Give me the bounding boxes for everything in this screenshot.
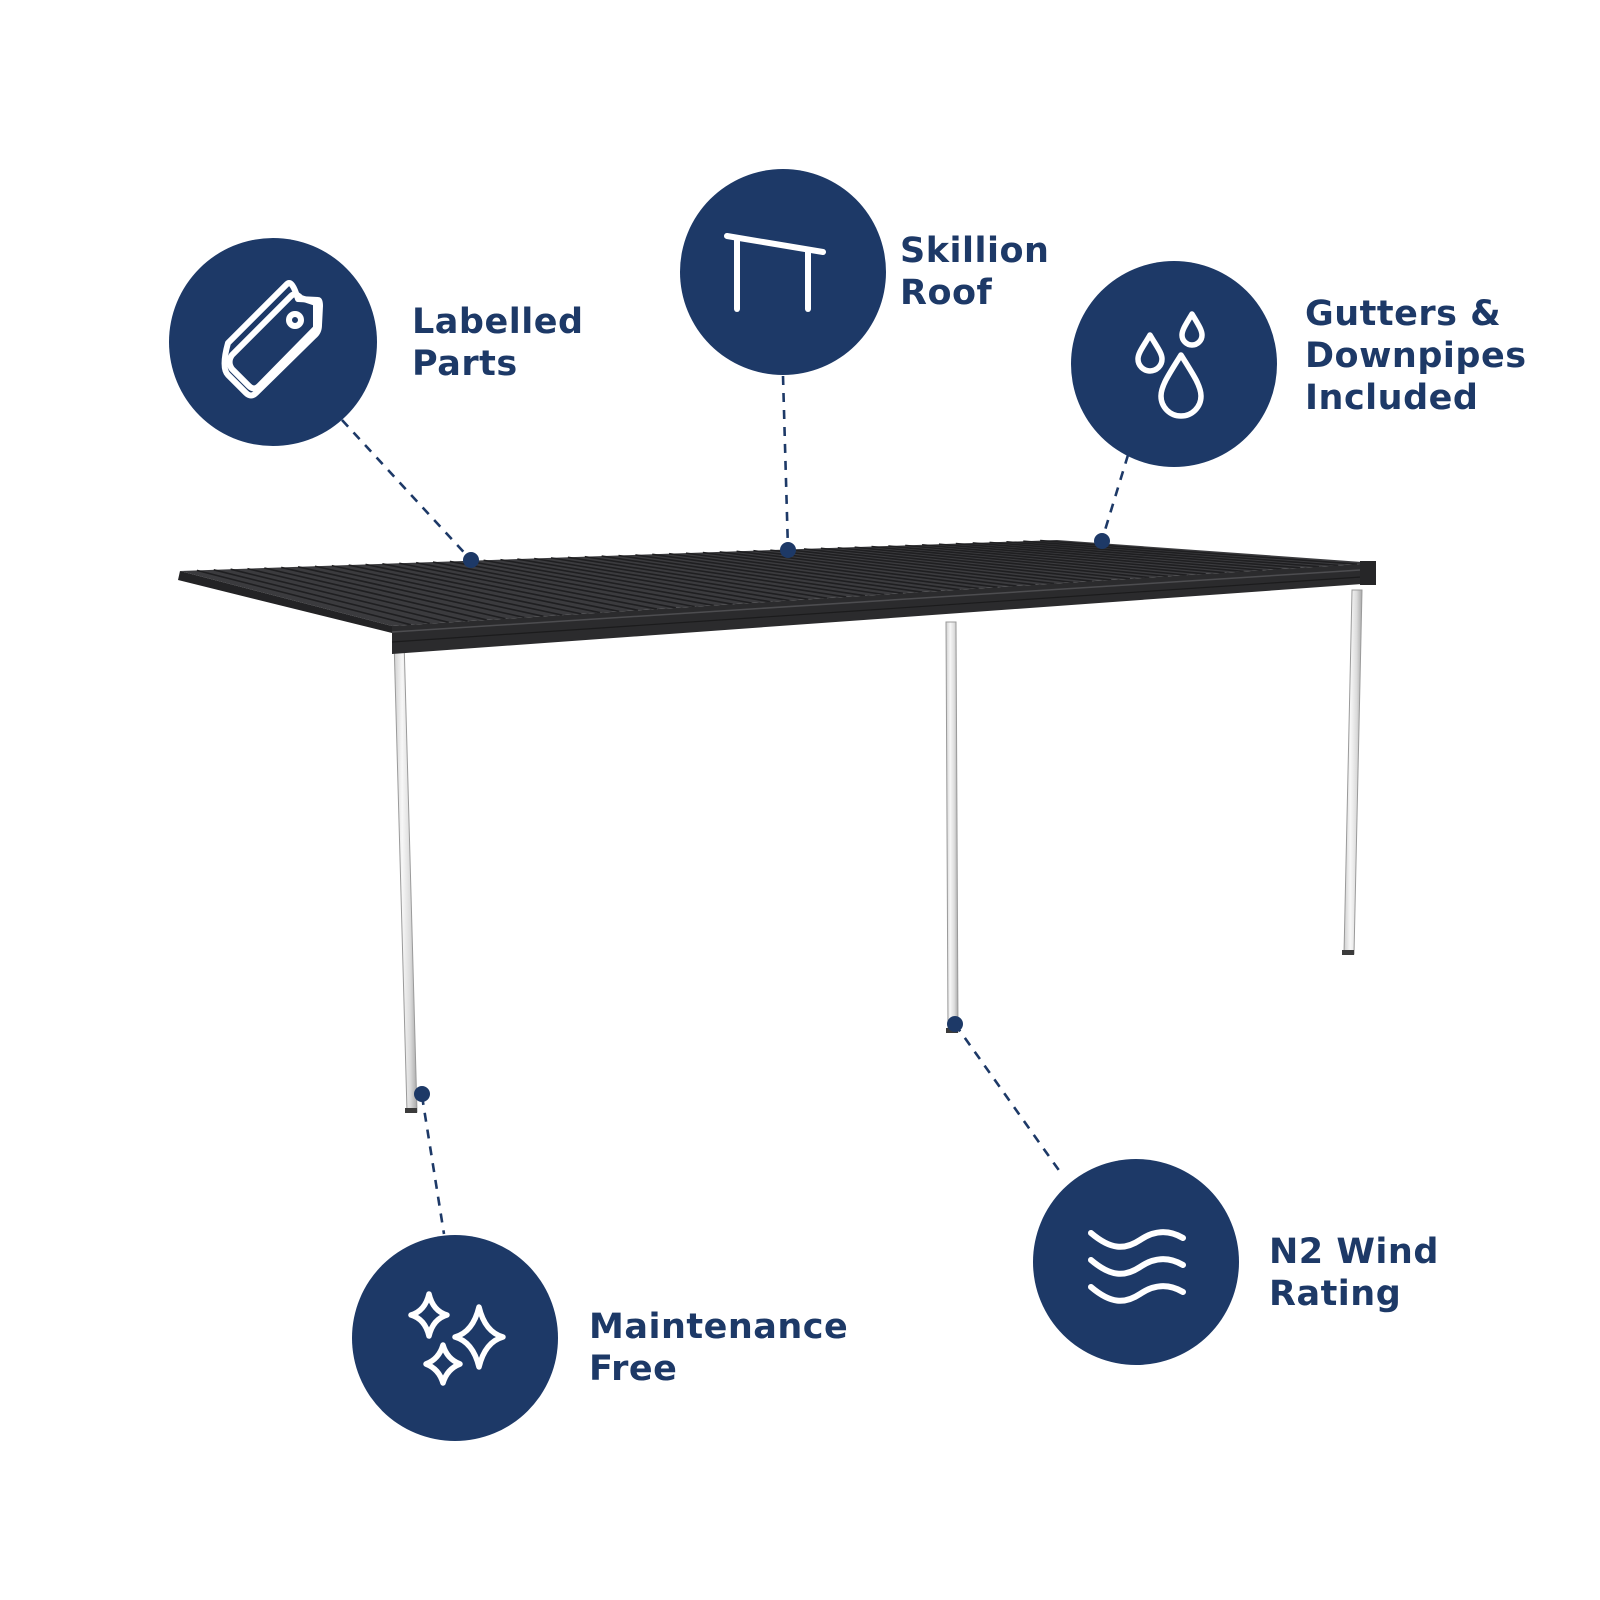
post-right xyxy=(1343,589,1363,955)
roof-rib xyxy=(314,565,544,618)
roof-rib xyxy=(972,542,1282,570)
roof-rib xyxy=(652,553,922,593)
roof-rib xyxy=(702,551,979,590)
post-middle xyxy=(945,621,959,1033)
roof-rib xyxy=(1023,540,1339,567)
skillion-roof-icon xyxy=(724,233,826,312)
label-wind-rating: N2 Wind Rating xyxy=(1269,1231,1439,1315)
roof-rib xyxy=(618,554,885,596)
roof-rib xyxy=(483,559,733,605)
badge-gutters-downpipes xyxy=(1071,261,1277,467)
label-line: Free xyxy=(589,1349,678,1389)
roof-rib xyxy=(432,561,676,609)
roof-rib xyxy=(989,541,1301,569)
badge-skillion-roof xyxy=(680,169,886,375)
callout-dots xyxy=(414,533,1110,1102)
roof-rib xyxy=(601,555,866,597)
roof-rib xyxy=(382,563,620,613)
label-line: N2 Wind xyxy=(1269,1232,1439,1272)
roof-rib xyxy=(264,567,487,621)
label-line: Labelled xyxy=(412,302,584,342)
label-line: Roof xyxy=(900,273,993,313)
water-drops-icon xyxy=(1135,311,1205,419)
label-labelled-parts: Labelled Parts xyxy=(412,301,584,385)
roof-rib xyxy=(635,554,904,595)
label-line: Downpipes xyxy=(1305,336,1527,376)
roof-rib xyxy=(567,556,828,599)
support-posts xyxy=(393,589,1363,1113)
roof-rib xyxy=(247,567,468,622)
label-skillion-roof: Skillion Roof xyxy=(900,230,1049,314)
connector-skillion-roof xyxy=(781,375,790,551)
roof-rib xyxy=(938,543,1244,573)
roof-rib xyxy=(399,562,639,612)
label-line: Skillion xyxy=(900,231,1050,271)
sparkles-icon xyxy=(408,1291,506,1386)
roof-rib xyxy=(1040,539,1358,566)
roof-rib xyxy=(466,560,714,607)
roof-rib xyxy=(449,560,695,608)
dot-gutters xyxy=(1094,533,1110,549)
skillion-roof xyxy=(178,539,1377,654)
roof-rib xyxy=(837,546,1131,580)
connector-labelled-parts xyxy=(341,419,472,561)
label-line: Rating xyxy=(1269,1274,1402,1314)
roof-rib xyxy=(550,557,809,601)
roof-rib xyxy=(719,551,998,589)
roof-rib xyxy=(1006,540,1320,568)
roof-rib xyxy=(297,566,525,619)
roof-rib xyxy=(854,546,1150,579)
roof-rib xyxy=(668,552,941,592)
badge-wind-rating xyxy=(1033,1159,1239,1365)
badge-labelled-parts xyxy=(169,238,377,446)
label-maintenance-free: Maintenance Free xyxy=(589,1306,848,1390)
roof-rib xyxy=(922,543,1225,574)
wind-waves-icon xyxy=(1088,1229,1186,1304)
roof-rib xyxy=(905,544,1206,575)
roof-rib xyxy=(331,564,563,616)
dot-wind-rating xyxy=(947,1016,963,1032)
roof-rib xyxy=(534,557,790,602)
dot-maintenance xyxy=(414,1086,430,1102)
dot-labelled-parts xyxy=(463,552,479,568)
roof-rib xyxy=(230,568,449,624)
roof-rib xyxy=(281,566,506,620)
dot-skillion-roof xyxy=(780,542,796,558)
connector-gutters xyxy=(1100,454,1130,541)
label-gutters-downpipes: Gutters & Downpipes Included xyxy=(1305,293,1527,419)
roof-rib xyxy=(736,550,1017,587)
roof-rib xyxy=(888,545,1187,576)
roof-rib xyxy=(500,558,752,604)
roof-rib xyxy=(685,552,960,591)
roof-rib xyxy=(787,548,1074,584)
badge-maintenance-free xyxy=(352,1235,558,1441)
roof-rib xyxy=(584,555,847,598)
roof-rib xyxy=(365,563,601,614)
post-left xyxy=(393,639,418,1113)
connector-maintenance xyxy=(420,1095,446,1235)
callout-connectors xyxy=(341,375,1130,1235)
label-line: Included xyxy=(1305,378,1479,418)
roof-rib xyxy=(820,547,1112,581)
roof-rib xyxy=(955,542,1263,572)
roof-rib xyxy=(753,549,1036,586)
roof-rib xyxy=(871,545,1168,578)
label-line: Parts xyxy=(412,344,518,384)
roof-rib xyxy=(517,558,771,603)
roof-rib xyxy=(348,564,582,615)
roof-rib xyxy=(803,548,1093,582)
tag-icon xyxy=(221,280,323,399)
roof-rib xyxy=(213,569,431,625)
connector-wind-rating xyxy=(953,1023,1065,1177)
roof-rib xyxy=(770,549,1055,585)
label-line: Gutters & xyxy=(1305,294,1502,334)
roof-rib xyxy=(415,561,658,610)
label-line: Maintenance xyxy=(589,1307,849,1347)
roof-side-edge xyxy=(178,571,392,633)
roof-rib xyxy=(196,569,412,626)
